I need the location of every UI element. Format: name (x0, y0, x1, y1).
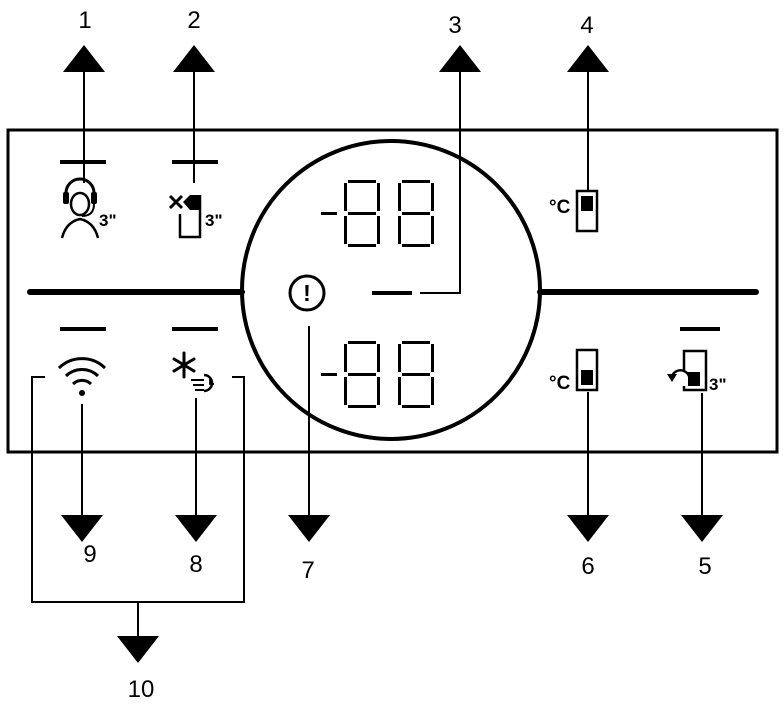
callout-2 (173, 45, 215, 183)
upper-temperature-display (321, 180, 434, 247)
callout-number-3: 3 (448, 12, 461, 39)
warning-icon: ! (288, 274, 326, 312)
panel-frame (6, 128, 779, 454)
callout-number-10: 10 (128, 676, 155, 703)
svg-text:°C: °C (549, 373, 571, 394)
callout-number-7: 7 (301, 557, 314, 584)
fridge-temp-icon[interactable]: °C (549, 348, 599, 394)
callout-6 (567, 392, 609, 542)
svg-text:!: ! (303, 280, 311, 306)
callout-8 (175, 398, 217, 542)
callout-1 (63, 45, 105, 183)
callout-5 (681, 393, 723, 542)
callout-3 (420, 45, 481, 294)
headset-icon[interactable]: 3" (60, 177, 117, 239)
door-lock-icon[interactable]: 3" (168, 194, 223, 239)
callout-9 (61, 404, 103, 542)
callout-number-1: 1 (78, 7, 91, 34)
callout-number-2: 2 (187, 7, 200, 34)
callout-number-4: 4 (580, 12, 593, 39)
callout-10-bracket (31, 376, 245, 663)
callout-4 (567, 45, 609, 190)
wifi-icon[interactable] (57, 357, 107, 396)
svg-text:3": 3" (99, 211, 117, 230)
indicator-dash-quick-freeze (172, 327, 218, 331)
mode-cycle-icon[interactable]: 3" (667, 349, 727, 394)
indicator-dash-mode (680, 327, 720, 331)
callout-number-5: 5 (698, 553, 711, 580)
svg-text:°C: °C (549, 197, 571, 218)
callout-7 (288, 326, 330, 542)
svg-text:3": 3" (709, 375, 727, 394)
svg-text:3": 3" (205, 211, 223, 230)
lower-temperature-display (321, 341, 434, 408)
freezer-temp-icon[interactable]: °C (549, 189, 599, 233)
callout-number-6: 6 (581, 553, 594, 580)
indicator-dash-wifi (60, 327, 106, 331)
display-circle (240, 139, 542, 441)
callout-number-9: 9 (83, 541, 96, 568)
quick-freeze-icon[interactable] (172, 351, 214, 393)
callout-number-8: 8 (189, 551, 202, 578)
alarm-indicator-dash (372, 291, 412, 295)
